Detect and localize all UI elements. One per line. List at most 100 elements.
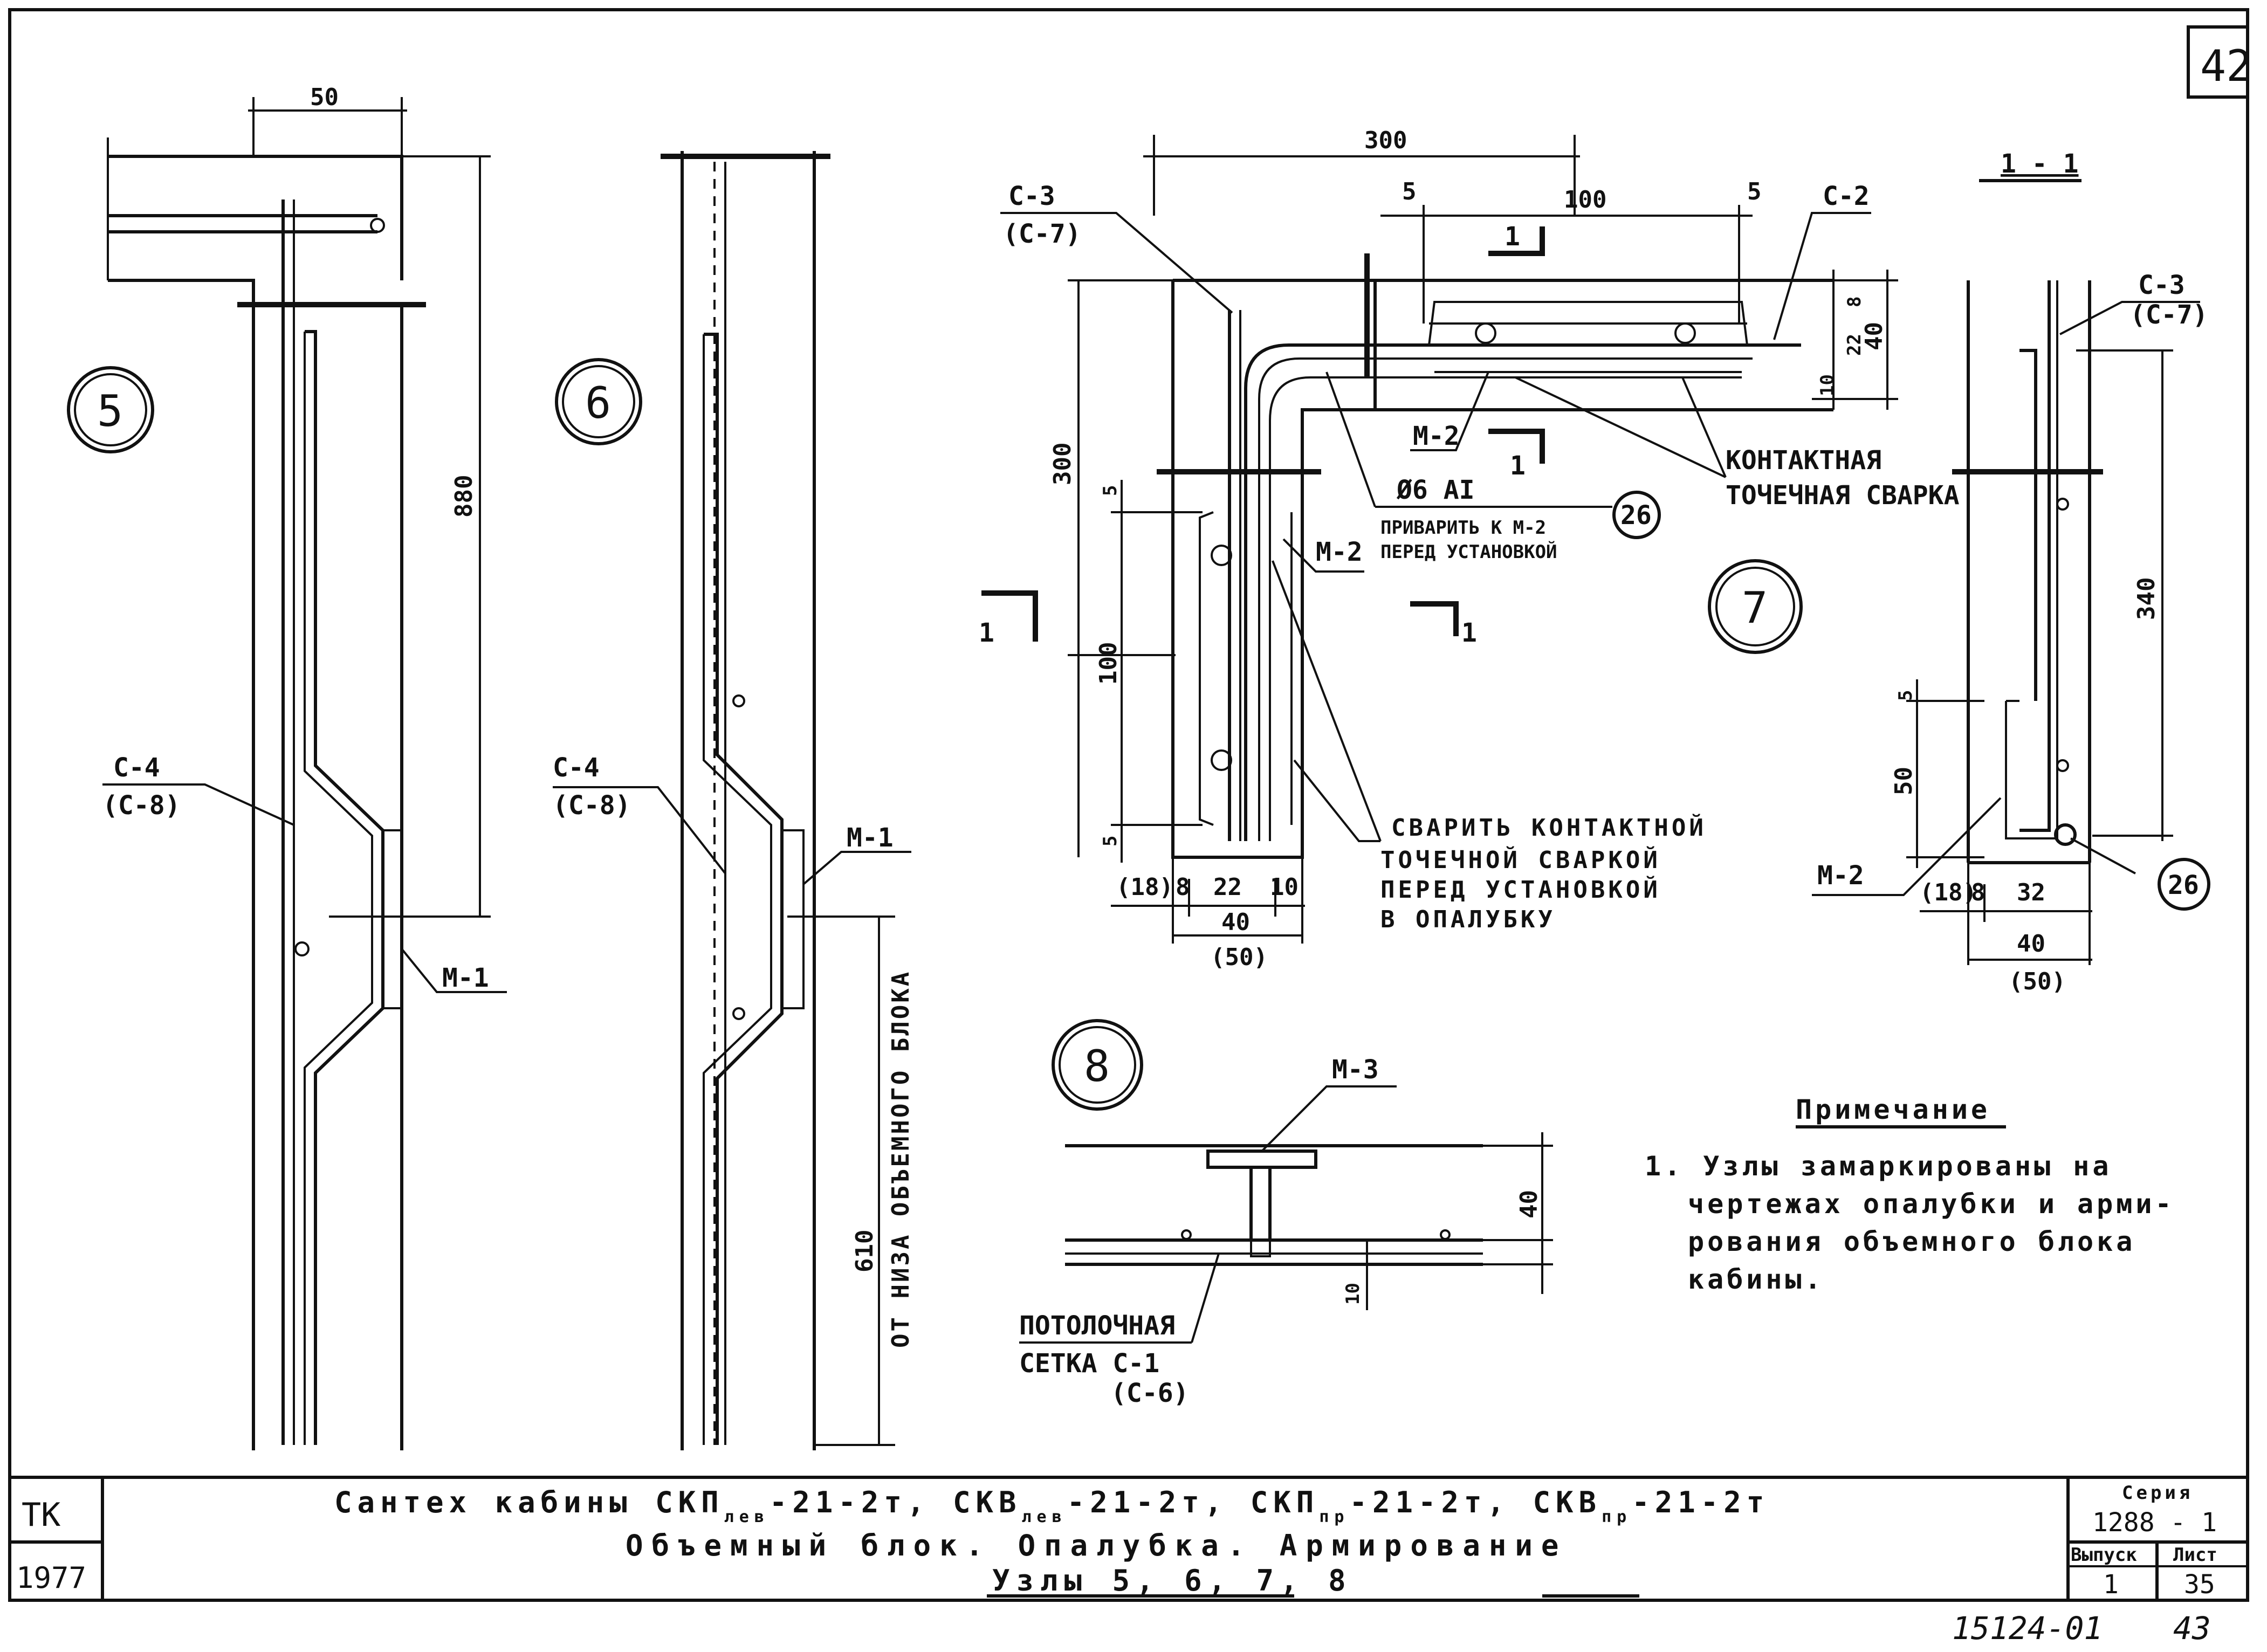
node8-circle [1052,1019,1143,1111]
node-7: 300 5 100 5 С-3 (С-7) [979,127,1960,971]
section11-dim-40: 40 [2017,930,2045,958]
node8-label-m3: М-3 [1332,1055,1379,1085]
node7-dim-b-10: 10 [1270,873,1299,901]
note-block: Примечание 1. Узлы замаркированы на черт… [1645,1094,2175,1295]
node8-mesh-3: (С-6) [1111,1378,1189,1408]
node7-label-m2-side: М-2 [1316,537,1363,567]
section11-dim-340: 340 [2133,577,2160,620]
section11-dim-8: 8 [1971,879,1986,906]
node5-circle [67,366,154,453]
sheet-number: 42 [2200,41,2252,91]
title-line2: Объемный блок. Опалубка. Армирование [626,1529,1567,1562]
title-line1: Сантех кабины СКПлев-21-2т, СКВлев-21-2т… [334,1485,1769,1526]
note-line1: 1. Узлы замаркированы на [1645,1151,2112,1182]
node7-weld-note-4: В ОПАЛУБКУ [1380,906,1556,933]
node6-label-c4: С-4 [553,753,600,783]
section11-label-c7: (С-7) [2130,300,2208,330]
node7-dim-b-50: (50) [1211,944,1268,971]
node-5: 50 880 5 С-4 (С-8) М-1 [67,84,507,1450]
section-1-1: 1 - 1 С-3 (С-7) 340 5 50 М-2 [1812,149,2210,995]
node8-dim-40: 40 [1515,1190,1543,1219]
stamp-tk: ТК [22,1496,60,1534]
node7-dim-100-top: 100 [1564,186,1606,214]
node5-dim-top: 50 [310,84,339,111]
note-line4: кабины. [1688,1264,1824,1295]
node5-dim-880: 880 [450,475,478,518]
node-6: 610 ОТ НИЗА ОБЪЕМНОГО БЛОКА 6 С-4 (С-8) … [553,151,915,1450]
section11-label-m2: М-2 [1817,861,1864,891]
section11-badge-26 [2158,858,2210,911]
stamp-year: 1977 [16,1561,86,1595]
node7-dim-5-v-top: 5 [1100,485,1121,496]
node6-label-m1: М-1 [847,823,894,853]
node7-dim-22: 22 [1844,334,1865,356]
node7-dim-8: 8 [1844,297,1865,307]
issue-value: 1 [2103,1570,2119,1600]
section11-dim-18: (18) [1920,879,1977,906]
section11-badge-26-label: 26 [2168,870,2199,900]
note-heading: Примечание [1796,1094,1990,1125]
node7-label-c3: С-3 [1008,181,1055,211]
node8-circle-label: 8 [1084,1041,1110,1091]
node7-label-m2-top: М-2 [1413,421,1460,451]
node5-label-c8: (С-8) [102,790,181,821]
node7-dim-40: 40 [1860,322,1888,350]
sheet-label: Лист [2173,1544,2217,1566]
node7-weld-note-3: ПЕРЕД УСТАНОВКОЙ [1380,875,1661,904]
node6-dim-610-note: ОТ НИЗА ОБЪЕМНОГО БЛОКА [887,970,915,1348]
node7-badge-26-label: 26 [1620,500,1652,531]
footer-page: 43 [2173,1610,2211,1647]
section11-dim-50b: (50) [2009,968,2066,995]
section11-dim-32: 32 [2017,879,2045,906]
node6-circle-label: 6 [585,378,611,428]
node7-dim-b-22: 22 [1213,873,1242,901]
footer-code: 15124-01 [1952,1610,2103,1647]
node7-circle [1708,559,1803,654]
node5-circle-label: 5 [97,386,123,436]
note-line2: чертежах опалубки и арми- [1688,1188,2175,1220]
title-line3: Узлы 5, 6, 7, 8 [992,1564,1352,1598]
node6-circle [555,358,642,445]
node7-dim-5-left: 5 [1402,178,1417,205]
node7-dim-b-40: 40 [1221,908,1250,936]
section11-dim-50: 50 [1890,767,1918,795]
issue-label: Выпуск [2071,1544,2137,1566]
node8-dim-10: 10 [1342,1283,1364,1305]
node7-dim-b-18: (18) [1116,873,1173,901]
node5-label-c4: С-4 [113,753,160,783]
node7-section-mark-right: 1 [1461,618,1477,648]
note-line3: рования объемного блока [1688,1226,2135,1257]
node7-section-mark-bottom: 1 [1510,451,1526,481]
node7-dim-5-right: 5 [1747,178,1762,205]
node7-dim-b-8: 8 [1176,873,1190,901]
sheet-number-box: 42 [2187,25,2252,99]
node7-weld-note-2: ТОЧЕЧНОЙ СВАРКОЙ [1380,845,1661,874]
node-8: 8 М-3 40 10 ПОТОЛОЧНАЯ СЕТКА С-1 (С-6) [1019,1019,1553,1408]
node6-dim-610: 610 [851,1230,878,1272]
node5-label-m1: М-1 [442,963,489,993]
node7-dim-10: 10 [1817,374,1838,396]
series-label: Серия [2122,1482,2193,1504]
node7-rod-note-2: ПЕРЕД УСТАНОВКОЙ [1380,541,1557,563]
node7-dim-100-v: 100 [1095,642,1122,685]
sheet-value: 35 [2184,1570,2215,1600]
node7-section-mark-top: 1 [1505,222,1520,252]
node7-contact-2: ТОЧЕЧНАЯ СВАРКА [1726,480,1960,511]
node7-label-rod: Ø6 АI [1396,475,1475,505]
node7-circle-label: 7 [1742,583,1768,633]
section11-title: 1 - 1 [2001,149,2079,179]
node7-weld-note-1: СВАРИТЬ КОНТАКТНОЙ [1391,813,1707,842]
node7-dim-5-v-bottom: 5 [1100,836,1121,846]
node7-badge-26 [1612,491,1661,539]
node6-label-c8: (С-8) [553,790,631,821]
node7-label-c2: С-2 [1823,181,1870,211]
title-block: ТК 1977 Сантех кабины СКПлев-21-2т, СКВл… [10,1476,2248,1600]
node7-label-c7: (С-7) [1003,219,1081,249]
node7-section-mark-left: 1 [979,618,994,648]
sheet-frame [8,8,2249,1602]
node8-mesh-1: ПОТОЛОЧНАЯ [1019,1311,1175,1341]
section11-dim-5: 5 [1895,690,1916,701]
node7-dim-300-left: 300 [1049,443,1076,485]
node8-mesh-2: СЕТКА С-1 [1019,1348,1159,1379]
